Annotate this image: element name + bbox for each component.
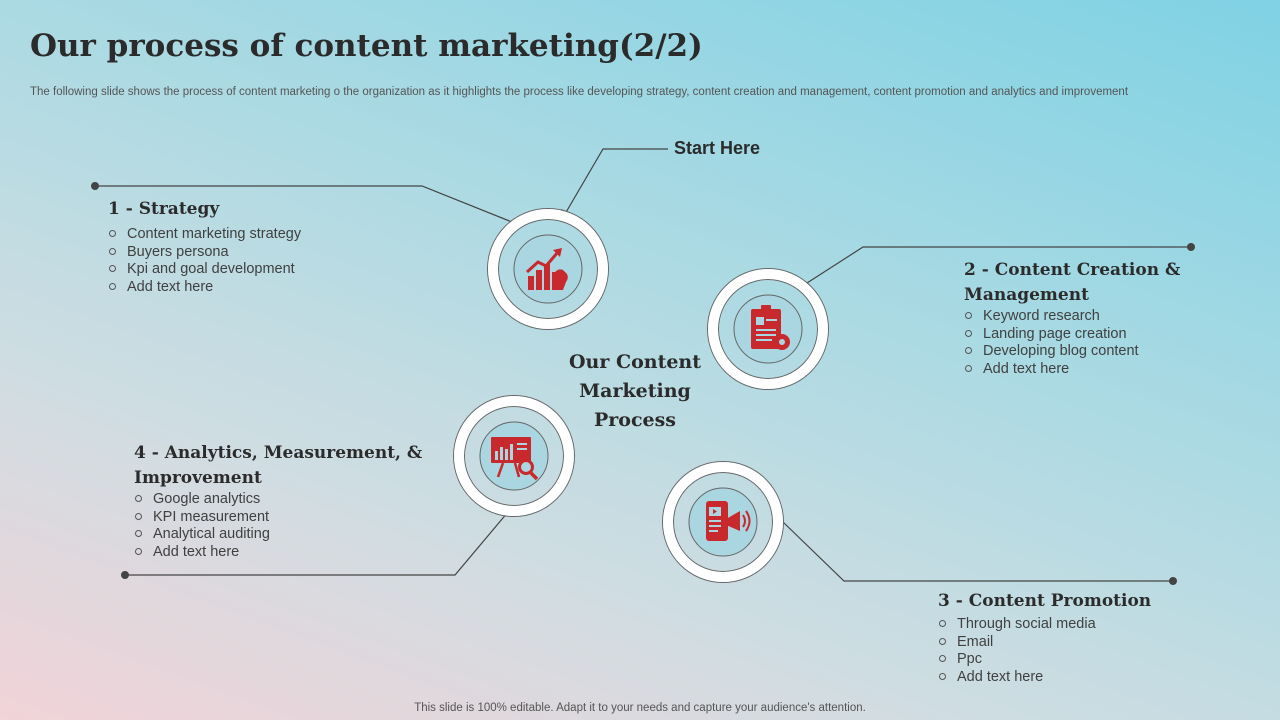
- step-list: Keyword research Landing page creation D…: [964, 308, 1194, 379]
- step-heading: 4 - Analytics, Measurement, & Improvemen…: [134, 443, 423, 488]
- strategy-ring: [488, 209, 608, 329]
- connector-dot: [91, 182, 99, 190]
- connector-creation: [806, 246, 1191, 284]
- list-item: Email: [938, 634, 1151, 652]
- list-item: Add text here: [938, 669, 1151, 687]
- list-item: Developing blog content: [964, 343, 1194, 361]
- page-title: Our process of content marketing(2/2): [30, 28, 703, 64]
- list-item: Buyers persona: [108, 244, 301, 262]
- step-content-promotion: 3 - Content Promotion Through social med…: [938, 589, 1151, 687]
- list-item: KPI measurement: [134, 509, 434, 527]
- list-item: Google analytics: [134, 491, 434, 509]
- step-list: Google analytics KPI measurement Analyti…: [134, 491, 434, 562]
- step-list: Content marketing strategy Buyers person…: [108, 226, 301, 297]
- growth-chart-hand-icon: [513, 234, 583, 304]
- list-item: Keyword research: [964, 308, 1194, 326]
- step-heading: 3 - Content Promotion: [938, 591, 1152, 611]
- list-item: Content marketing strategy: [108, 226, 301, 244]
- step-content-creation: 2 - Content Creation & Management Keywor…: [964, 258, 1194, 379]
- connector-analytics: [125, 511, 509, 576]
- promotion-ring: [663, 462, 783, 582]
- connector-dot: [1169, 577, 1177, 585]
- list-item: Add text here: [108, 279, 301, 297]
- list-item: Add text here: [964, 361, 1194, 379]
- page-subtitle: The following slide shows the process of…: [30, 86, 1129, 98]
- step-list: Through social media Email Ppc Add text …: [938, 616, 1151, 687]
- step-heading: 2 - Content Creation & Management: [964, 260, 1181, 305]
- connector-start: [564, 148, 668, 215]
- presentation-magnifier-icon: [479, 421, 549, 491]
- creation-ring: [708, 269, 828, 389]
- mobile-megaphone-icon: [688, 487, 758, 557]
- footer-note: This slide is 100% editable. Adapt it to…: [414, 702, 866, 714]
- connector-dot: [121, 571, 129, 579]
- step-heading: 1 - Strategy: [108, 199, 220, 219]
- connector-strategy: [95, 185, 513, 223]
- start-here-label: Start Here: [674, 138, 761, 158]
- list-item: Landing page creation: [964, 326, 1194, 344]
- clipboard-gear-icon: [733, 294, 803, 364]
- list-item: Analytical auditing: [134, 526, 434, 544]
- list-item: Kpi and goal development: [108, 261, 301, 279]
- connector-dot: [1187, 243, 1195, 251]
- step-strategy: 1 - Strategy Content marketing strategy …: [108, 197, 301, 297]
- step-analytics: 4 - Analytics, Measurement, & Improvemen…: [134, 441, 434, 562]
- list-item: Add text here: [134, 544, 434, 562]
- center-process-label: Our Content Marketing Process: [568, 351, 702, 431]
- list-item: Ppc: [938, 651, 1151, 669]
- connector-promotion: [782, 521, 1173, 582]
- list-item: Through social media: [938, 616, 1151, 634]
- analytics-ring: [454, 396, 574, 516]
